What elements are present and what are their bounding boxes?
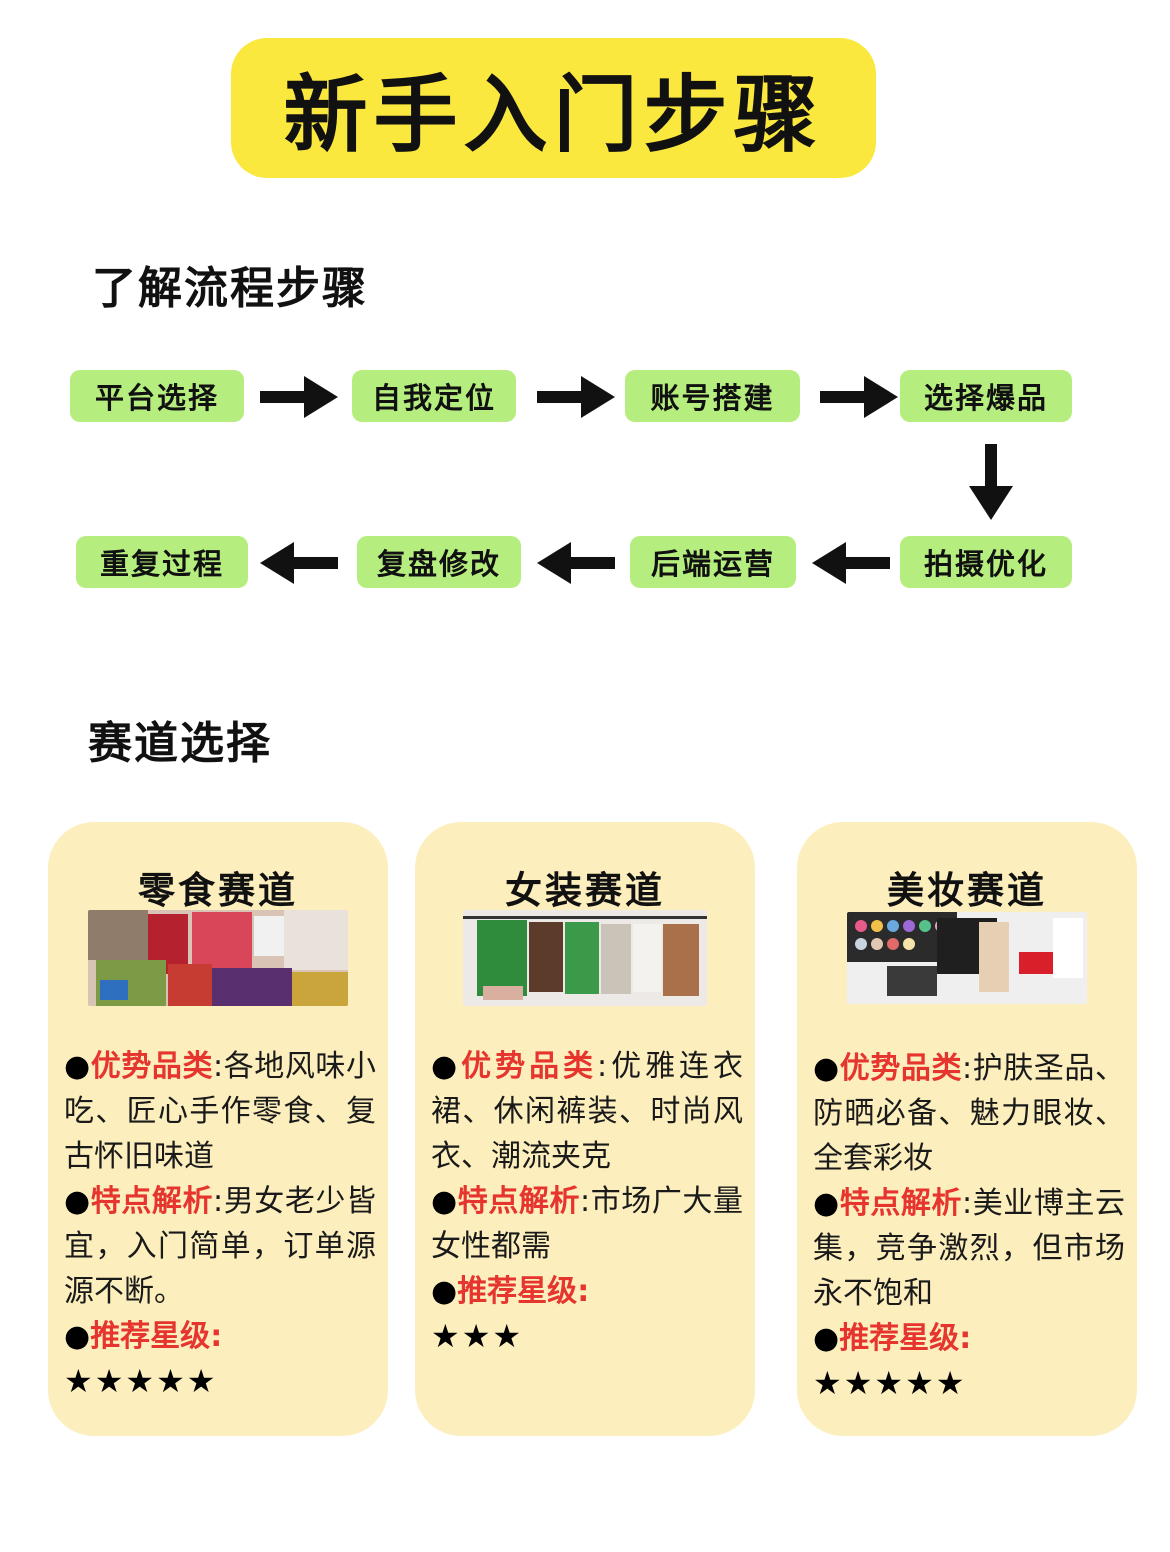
step-select-product: 选择爆品 [900,370,1072,422]
feature-text: 男女老少皆宜，入门简单，订单源源不断。 [64,1184,376,1309]
feature-text: 市场广大量女性都需 [431,1184,743,1264]
card-title: 美妆赛道 [887,869,1047,912]
arrow-left-icon [812,542,890,584]
advantage-label: 优势品类 [90,1049,214,1084]
advantage-text: 优雅连衣裙、休闲裤装、时尚风衣、潮流夹克 [431,1049,744,1174]
step-review-revise: 复盘修改 [357,536,521,588]
section-title-process: 了解流程步骤 [92,263,368,314]
rating-stars: ★★★★★ [64,1362,218,1400]
arrow-left-icon [537,542,615,584]
bullet-dot: ● [813,1051,840,1086]
step-shoot-optimize: 拍摄优化 [900,536,1072,588]
snacks-photo [88,910,348,1006]
advantage-label: 优势品类 [839,1051,963,1086]
page-title: 新手入门步骤 [231,38,876,178]
step-positioning: 自我定位 [352,370,516,422]
feature-label: 特点解析 [457,1184,581,1219]
rating-label: 推荐星级 [90,1319,211,1354]
step-platform: 平台选择 [70,370,244,422]
feature-label: 特点解析 [90,1184,214,1219]
card-title: 零食赛道 [138,869,298,912]
card-title: 女装赛道 [505,869,665,912]
card-body: ●优势品类:优雅连衣裙、休闲裤装、时尚风衣、潮流夹克 ●特点解析:市场广大量女性… [431,1049,744,1355]
rating-stars: ★★★ [431,1317,524,1355]
card-body: ●优势品类:各地风味小吃、匠心手作零食、复古怀旧味道 ●特点解析:男女老少皆宜，… [64,1049,376,1400]
bullet-dot: ● [431,1049,462,1084]
rating-label: 推荐星级 [457,1274,578,1309]
step-repeat: 重复过程 [76,536,248,588]
bullet-dot: ● [64,1184,91,1219]
bullet-dot: ● [813,1321,840,1356]
arrow-right-icon [820,376,898,418]
advantage-text: 护肤圣品、防晒必备、魅力眼妆、全套彩妆 [813,1051,1125,1176]
rating-stars: ★★★★★ [813,1364,967,1402]
section-title-track: 赛道选择 [88,718,272,769]
bullet-dot: ● [431,1274,458,1309]
track-card-snacks: 零食赛道 ●优势品类:各地风味小吃、匠心手作零食、复古怀旧味道 ●特点解析:男女… [48,822,388,1436]
cosmetics-photo [847,912,1087,1004]
bullet-dot: ● [431,1184,458,1219]
step-account-setup: 账号搭建 [625,370,800,422]
arrow-down-icon [969,444,1013,520]
bullet-dot: ● [813,1186,840,1221]
track-card-beauty: 美妆赛道 ●优势品类:护肤圣品、防晒必备、魅力眼妆、全套彩妆 ●特点解析:美业博… [797,822,1137,1436]
feature-label: 特点解析 [839,1186,963,1221]
advantage-text: 各地风味小吃、匠心手作零食、复古怀旧味道 [64,1049,376,1174]
card-body: ●优势品类:护肤圣品、防晒必备、魅力眼妆、全套彩妆 ●特点解析:美业博主云集，竞… [813,1051,1125,1402]
rating-label: 推荐星级 [839,1321,960,1356]
arrow-right-icon [260,376,338,418]
track-card-womenswear: 女装赛道 ●优势品类:优雅连衣裙、休闲裤装、时尚风衣、潮流夹克 ●特点解析:市场… [415,822,755,1436]
advantage-label: 优势品类 [461,1049,598,1084]
arrow-left-icon [260,542,338,584]
bullet-dot: ● [64,1319,91,1354]
clothing-photo [463,910,707,1006]
feature-text: 美业博主云集，竞争激烈，但市场永不饱和 [813,1186,1125,1311]
arrow-right-icon [537,376,615,418]
step-backend-operation: 后端运营 [630,536,796,588]
bullet-dot: ● [64,1049,91,1084]
